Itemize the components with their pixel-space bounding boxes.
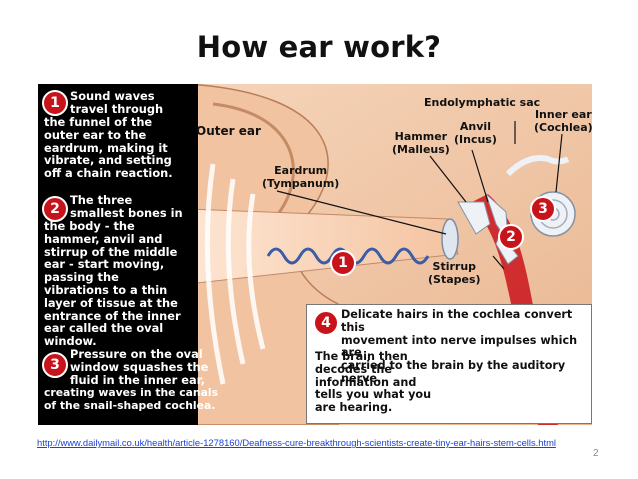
endolymphatic-sac-label: Endolymphatic sac [424,96,541,109]
step-3-text-cont: creating waves in the canals of the snai… [44,386,219,413]
step-1-line: vibrate, and setting [44,153,172,168]
inner-ear-label: Inner ear (Cochlea) [534,108,592,134]
step-3-line: fluid in the inner ear, [70,372,205,387]
step-2-line: stirrup of the middle [44,244,178,259]
stapes-name: (Stapes) [428,273,481,286]
step-1-line: off a chain reaction. [44,166,173,181]
step-3-line: Pressure on the oval [70,347,203,361]
step-2-badge: 2 [42,196,68,222]
step-4-line: carried to the brain by the auditory ner… [341,359,566,385]
step-2-line: entrance of the inner [44,308,181,323]
malleus-name: (Malleus) [392,143,450,156]
stirrup-name: Stirrup [432,260,477,273]
step-4-text-cont: The brain then decodes the information a… [315,350,432,415]
stirrup-label: Stirrup (Stapes) [428,260,481,286]
eardrum-name: Eardrum [274,164,328,177]
step-3-line: of the snail-shaped cochlea. [44,398,216,412]
step-1-line: eardrum, making it [44,140,168,155]
step-2-line: the body - the [44,219,135,233]
step-1-line: travel through [70,101,164,116]
step-2-line: smallest bones in [70,205,183,220]
eardrum-shape [441,218,459,260]
slide-title: How ear work? [196,30,442,64]
step-4-badge: 4 [313,310,339,336]
anvil-name: Anvil [459,120,491,133]
hammer-name: Hammer [394,130,448,143]
step-2-line: The three [70,193,133,207]
page-number: 2 [593,448,599,459]
step-2-line: ear - start moving, [44,257,165,272]
step-4-line: movement into nerve impulses which are [341,333,578,360]
step-1-text-cont: the funnel of the outer ear to the eardr… [44,116,173,180]
step-4-line: decodes the [315,362,392,376]
step-2-text-cont: the body - the hammer, anvil and stirrup… [44,220,181,348]
hammer-label: Hammer (Malleus) [392,130,450,156]
step-3-line: creating waves in the canals [44,386,219,399]
ear-diagram: 1 Sound waves travel through the funnel … [38,84,592,425]
hammer-bone [457,201,491,235]
step-2-line: hammer, anvil and [44,231,163,246]
step-2-text: The three smallest bones in [70,194,183,220]
step-4-callout: 4 Delicate hairs in the cochlea convert … [306,304,592,424]
outer-ear-label: Outer ear [196,124,261,138]
step-4-line: Delicate hairs in the cochlea convert th… [341,308,573,334]
step-1-line: outer ear to the [44,127,147,142]
step-2-line: layer of tissue at the [44,295,178,310]
incus-name: (Incus) [454,133,497,146]
cochlea-name: (Cochlea) [534,121,592,134]
step-4-line: The brain then [315,350,408,363]
eardrum-label: Eardrum (Tympanum) [262,164,339,190]
tympanum-name: (Tympanum) [262,177,340,190]
step-4-text: Delicate hairs in the cochlea convert th… [341,308,591,386]
step-4-line: information and [315,375,417,389]
step-4-line: tells you what you [315,388,432,402]
source-link[interactable]: http://www.dailymail.co.uk/health/articl… [37,437,556,448]
step-1-line: the funnel of the [44,115,153,129]
inner-ear-name: Inner ear [534,108,592,121]
step-3-text: Pressure on the oval window squashes the… [70,348,208,386]
step-3-badge: 3 [42,352,68,378]
diagram-step-2-badge: 2 [498,224,524,250]
diagram-step-3-badge: 3 [530,196,556,222]
step-2-line: vibrations to a thin [44,282,168,297]
diagram-step-1-badge: 1 [330,250,356,276]
step-2-line: ear called the oval [44,321,164,336]
anvil-label: Anvil (Incus) [454,120,497,146]
step-3-line: window squashes the [70,359,209,374]
step-4-line: are hearing. [315,401,393,415]
step-1-text: Sound waves travel through [70,90,163,116]
step-2-line: window. [44,334,97,349]
step-2-line: passing the [44,270,119,285]
step-1-line: Sound waves [70,89,155,103]
step-1-badge: 1 [42,90,68,116]
